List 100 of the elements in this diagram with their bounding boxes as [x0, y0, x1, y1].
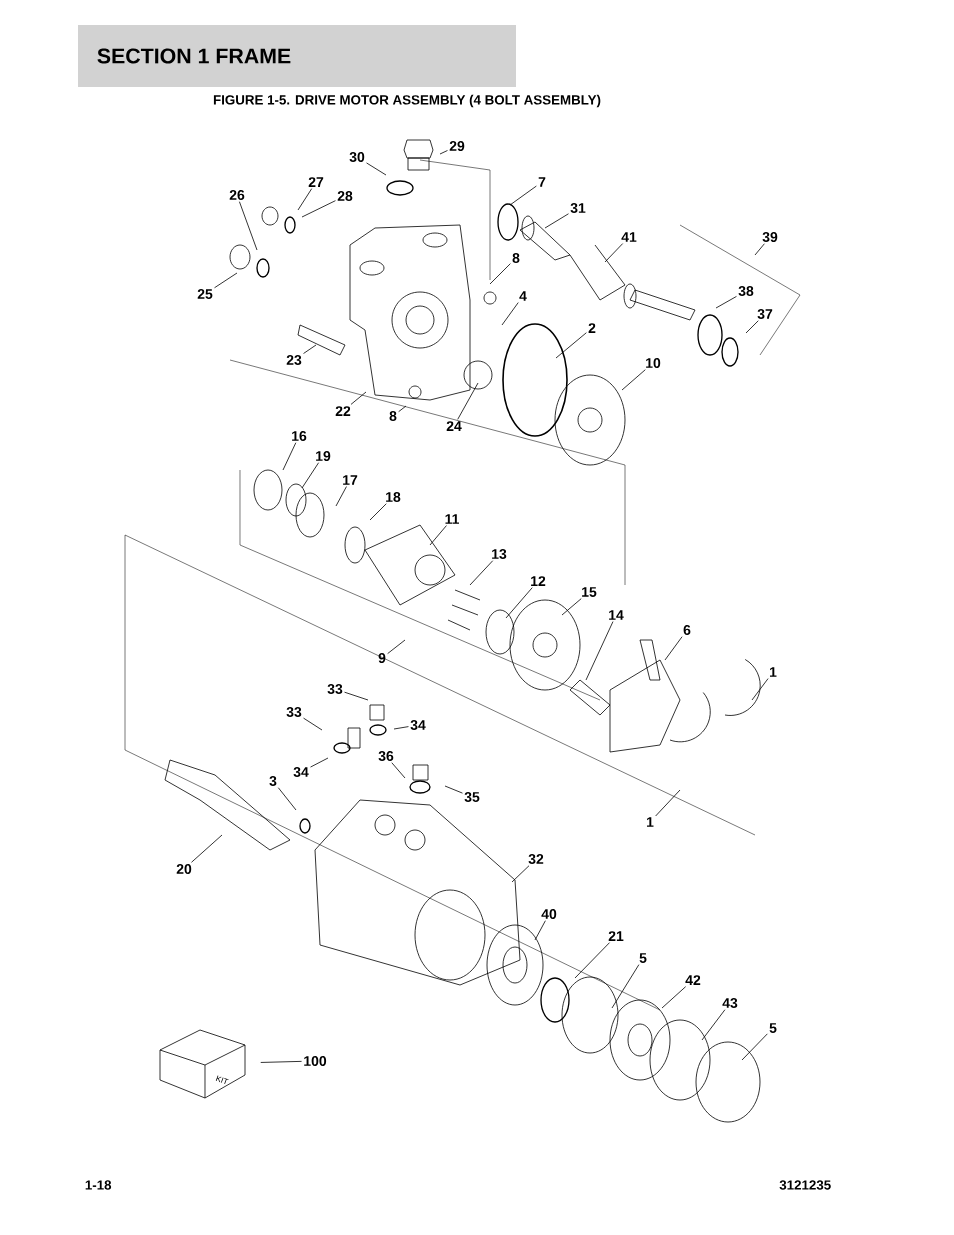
callout-number: 18	[386, 492, 401, 502]
callout-number: 30	[349, 152, 365, 162]
leader-line	[344, 691, 369, 701]
leader-line	[301, 462, 319, 489]
leader-line	[611, 964, 640, 1009]
callout-number: 25	[197, 289, 213, 299]
leader-line	[191, 834, 223, 863]
callout-number: 8	[512, 253, 520, 263]
callout-number: 36	[378, 751, 394, 761]
leader-line	[303, 717, 323, 731]
leader-line	[754, 243, 765, 256]
leader-line	[393, 726, 409, 730]
leader-line	[621, 369, 646, 391]
callout-number: 6	[683, 625, 691, 635]
leader-line	[366, 162, 387, 176]
leader-line	[715, 296, 737, 309]
callout-number: 3	[269, 776, 277, 786]
leader-line	[489, 263, 511, 285]
callout-number: 31	[570, 203, 586, 213]
leader-line	[277, 787, 297, 811]
callout-number: 10	[646, 358, 661, 368]
leader-line	[574, 942, 610, 979]
leader-line	[282, 442, 297, 471]
callout-number: 4	[519, 291, 527, 301]
callout-number: 37	[757, 309, 773, 319]
callout-number: 34	[293, 767, 309, 777]
callout-number: 26	[229, 190, 245, 200]
callout-number: 40	[541, 909, 557, 919]
callout-number: 19	[316, 451, 331, 461]
callout-number: 41	[621, 232, 637, 242]
callout-number: 35	[464, 792, 480, 802]
leader-line	[387, 639, 406, 654]
callout-number: 27	[308, 177, 324, 187]
callout-number: 28	[337, 191, 353, 201]
callout-number: 33	[286, 707, 302, 717]
callout-number: 29	[449, 141, 465, 151]
callout-number: 8	[389, 411, 397, 421]
leader-line	[511, 865, 530, 883]
callout-number: 33	[327, 684, 343, 694]
figure-title: FIGURE 1-5. DRIVE MOTOR ASSEMBLY (4 BOLT ASSEMBLY)	[213, 94, 601, 108]
callout-number: 13	[492, 549, 507, 559]
leader-line	[469, 560, 494, 586]
callout-number: 32	[528, 854, 544, 864]
leader-line	[741, 1033, 768, 1061]
callout-number: 11	[445, 514, 459, 524]
callout-number: 38	[738, 286, 754, 296]
leader-line	[444, 785, 463, 794]
callout-number: 21	[608, 931, 624, 941]
leader-line	[534, 920, 546, 941]
leader-line	[260, 1060, 302, 1063]
leader-line	[239, 201, 258, 251]
leader-line	[310, 757, 329, 768]
leader-line	[701, 1009, 726, 1041]
leader-line	[655, 789, 681, 817]
leader-line	[391, 762, 406, 779]
leader-line	[505, 587, 533, 619]
callout-number: 24	[446, 421, 462, 431]
callout-number: 15	[582, 587, 597, 597]
callout-number: 9	[378, 653, 386, 663]
leader-line	[661, 986, 687, 1009]
leader-line	[301, 200, 336, 218]
leader-line	[335, 486, 347, 507]
callout-number: 16	[292, 431, 307, 441]
leader-line	[429, 525, 447, 546]
callout-number: 23	[286, 355, 302, 365]
leader-line	[751, 678, 769, 701]
callout-number: 12	[531, 576, 546, 586]
leader-line	[664, 636, 683, 661]
leader-line	[561, 598, 582, 616]
callout-number: 100	[304, 1056, 327, 1066]
document-number: 3121235	[779, 1180, 831, 1190]
callout-number: 1	[647, 817, 654, 827]
leader-line	[398, 405, 407, 413]
kit-label: KIT	[215, 1075, 229, 1084]
callout-number: 1	[770, 667, 777, 677]
leader-line	[369, 503, 387, 521]
callout-number: 20	[176, 864, 192, 874]
section-header: SECTION 1 FRAME	[78, 25, 516, 87]
callout-number: 42	[685, 975, 701, 985]
leader-line	[555, 332, 587, 359]
leader-line	[509, 185, 537, 206]
leader-line	[297, 188, 313, 211]
leader-line	[457, 382, 479, 420]
callout-number: 43	[722, 998, 738, 1008]
callout-number: 17	[343, 475, 358, 485]
page-number: 1-18	[85, 1180, 112, 1190]
callout-number: 34	[410, 720, 426, 730]
leader-line	[214, 272, 238, 289]
leader-line	[350, 391, 367, 405]
callout-number: 2	[588, 323, 596, 333]
callout-number: 5	[769, 1023, 777, 1033]
leader-line	[501, 302, 519, 326]
kit-box-drawing	[159, 1029, 246, 1099]
callout-number: 22	[335, 406, 351, 416]
callout-number: 5	[639, 953, 647, 963]
leader-line	[745, 320, 759, 334]
callout-number: 14	[609, 610, 624, 620]
leader-line	[604, 243, 624, 263]
leader-line	[544, 213, 569, 229]
leader-line	[439, 150, 448, 155]
